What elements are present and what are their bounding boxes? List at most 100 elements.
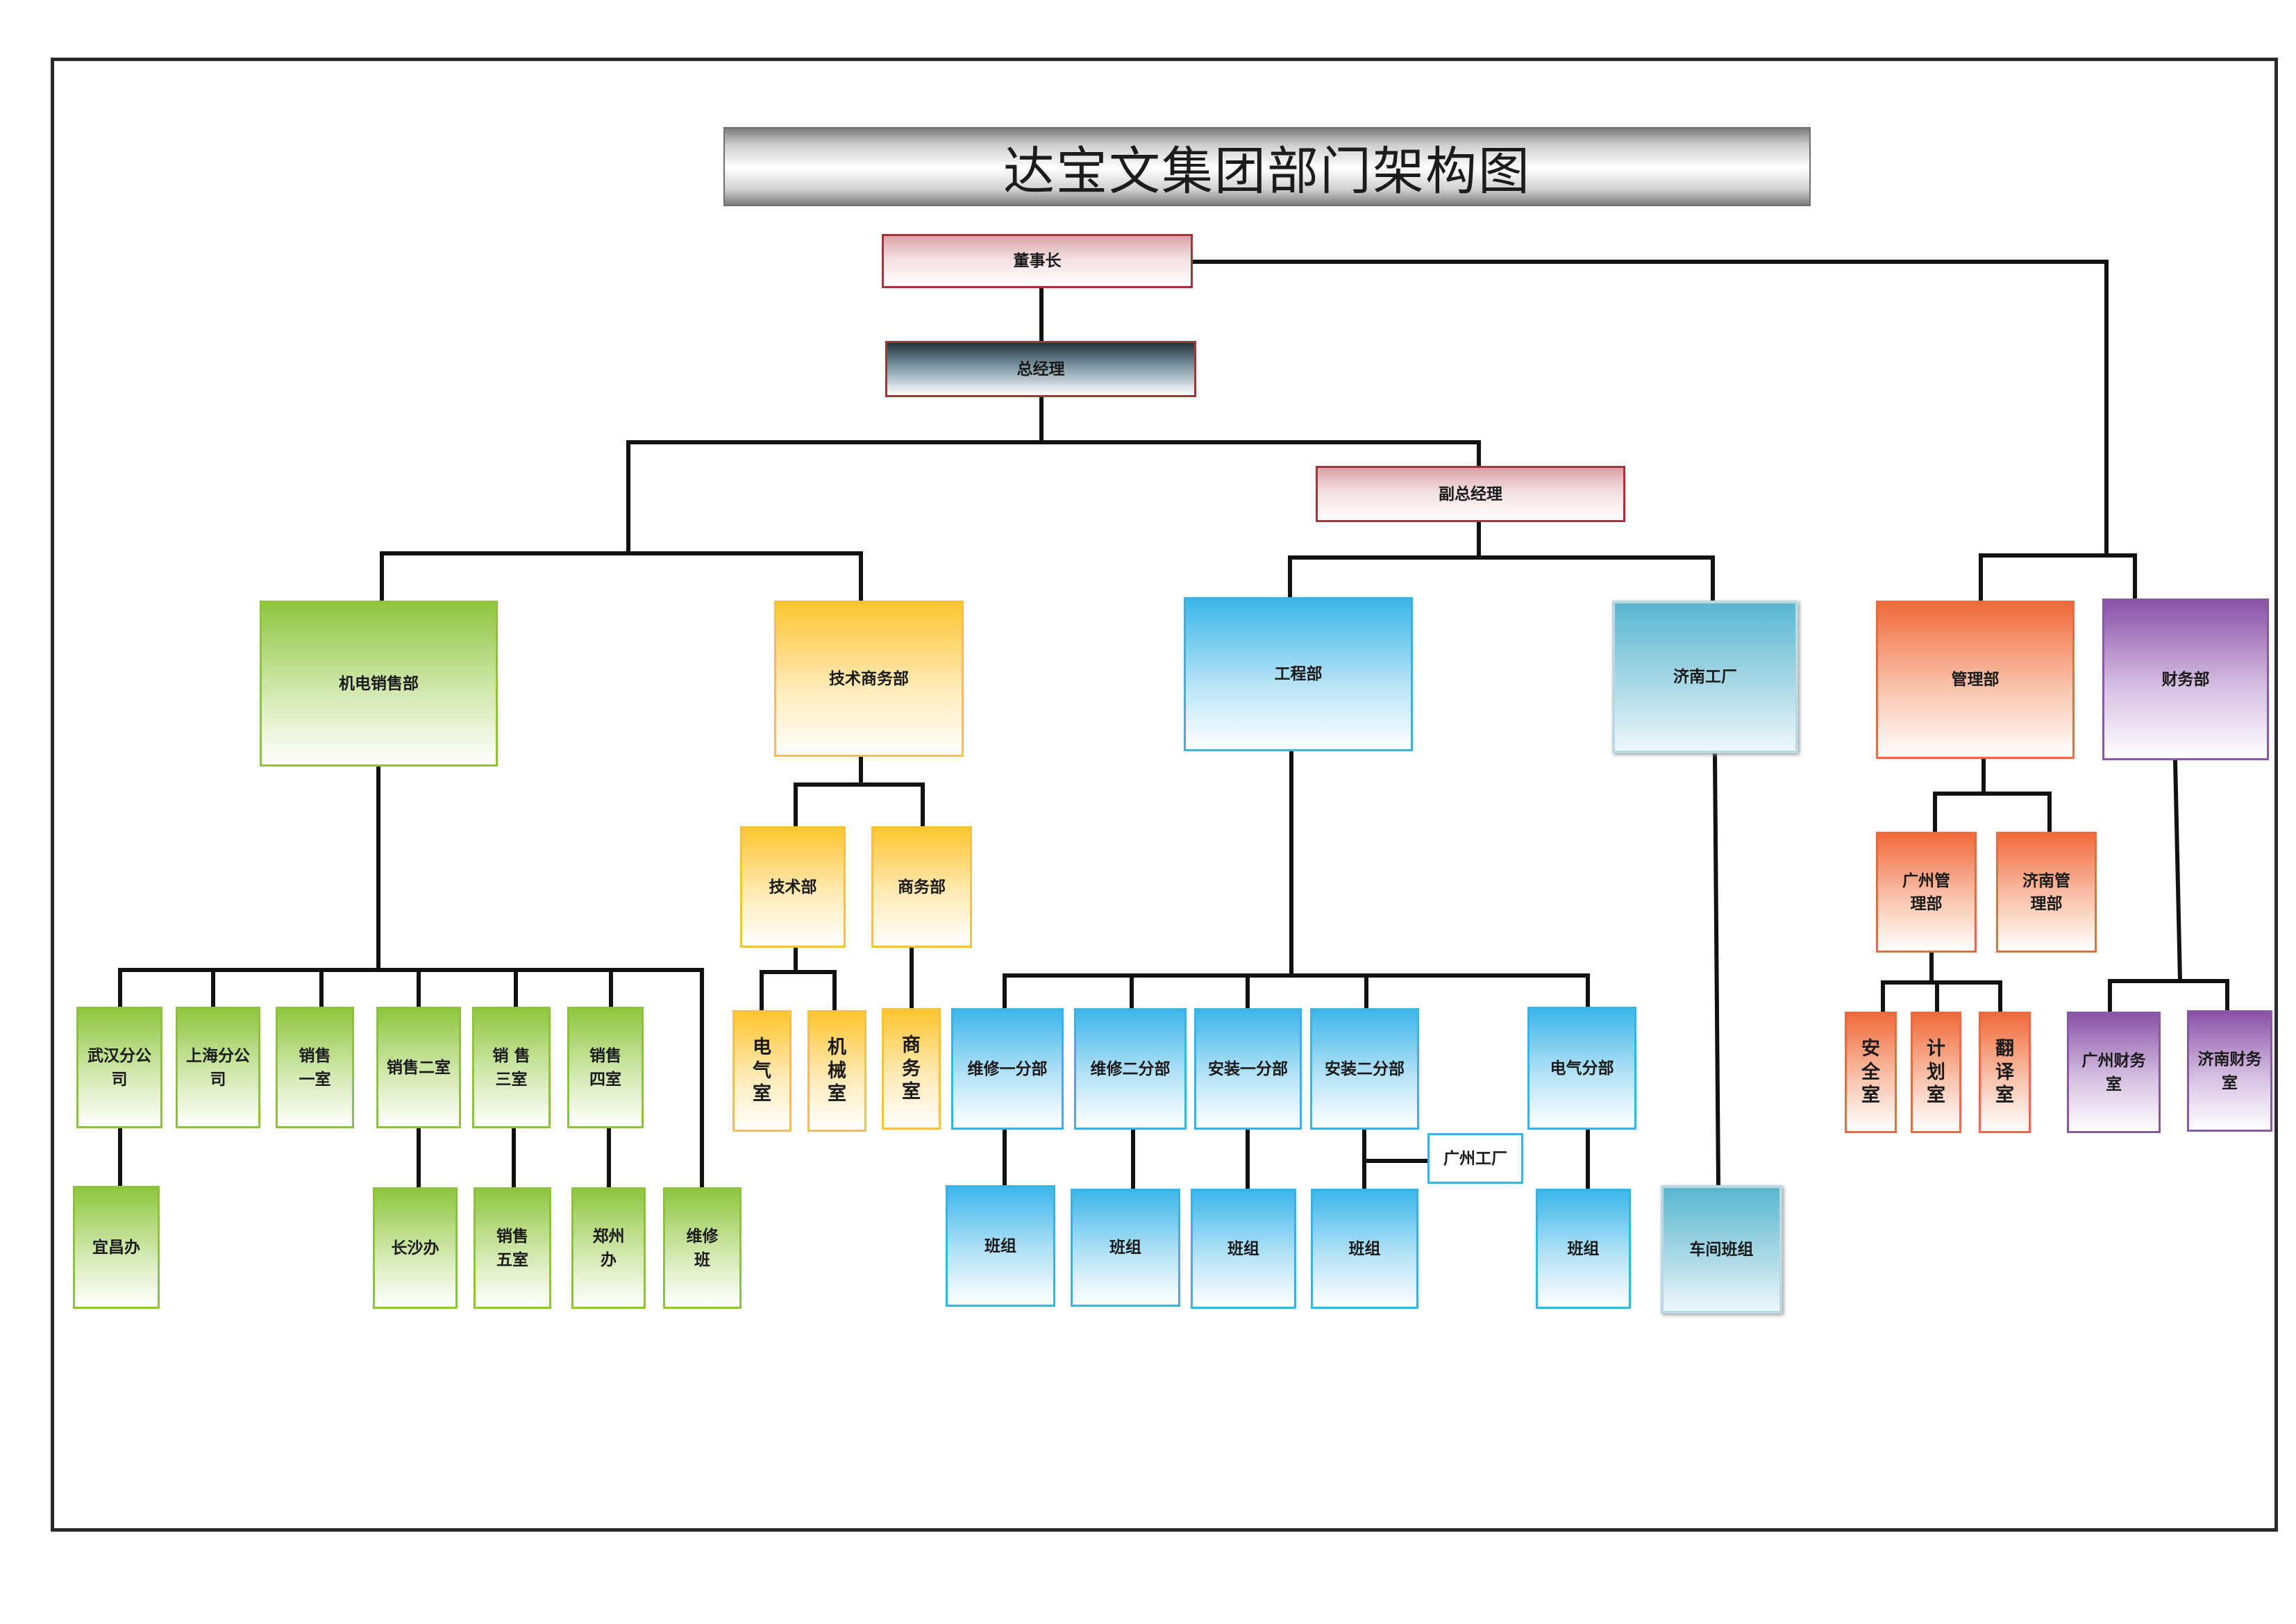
node-sales-dept[interactable]: 机电销售部 xyxy=(260,601,498,767)
node-jn-finance[interactable]: 济南财务室 xyxy=(2187,1010,2272,1132)
node-label: 济南管理部 xyxy=(2022,871,2070,913)
node-label: 安装二分部 xyxy=(1325,1059,1405,1078)
node-label: 技术商务部 xyxy=(829,669,909,688)
line-gzmgmt-split xyxy=(1881,980,2002,1014)
node-label: 安装一分部 xyxy=(1208,1059,1288,1078)
node-gz-finance[interactable]: 广州财务室 xyxy=(2067,1012,2161,1133)
node-label: 维修二分部 xyxy=(1090,1059,1171,1078)
line-gm-split xyxy=(626,440,1481,555)
node-label: 济南工厂 xyxy=(1673,667,1737,687)
node-label: 武汉分公司 xyxy=(87,1046,151,1089)
node-mechanical-room[interactable]: 机械室 xyxy=(807,1010,866,1132)
line-chairman-right xyxy=(1190,260,2109,555)
node-label: 销售一室 xyxy=(299,1046,331,1089)
line-factory-workshop xyxy=(1712,751,1721,1188)
node-team-5[interactable]: 班组 xyxy=(1536,1189,1631,1309)
line-finance-split xyxy=(2108,979,2229,1014)
node-sales-room3[interactable]: 销 售三室 xyxy=(472,1007,551,1128)
node-label: 翻译室 xyxy=(1995,1037,2014,1107)
node-engineering-dept[interactable]: 工程部 xyxy=(1184,597,1413,751)
node-repair-div2[interactable]: 维修二分部 xyxy=(1074,1008,1187,1130)
node-label: 商务室 xyxy=(902,1034,921,1103)
node-install-div2[interactable]: 安装二分部 xyxy=(1310,1008,1419,1130)
node-electrical-room[interactable]: 电气室 xyxy=(732,1010,791,1132)
node-label: 广州工厂 xyxy=(1443,1148,1507,1168)
node-jinan-factory[interactable]: 济南工厂 xyxy=(1612,601,1798,753)
node-team-2[interactable]: 班组 xyxy=(1071,1189,1180,1307)
node-label: 副总经理 xyxy=(1439,484,1502,503)
node-tech-biz-dept[interactable]: 技术商务部 xyxy=(774,601,964,757)
node-biz-dept[interactable]: 商务部 xyxy=(871,826,972,948)
node-label: 销 售三室 xyxy=(492,1046,530,1089)
node-label: 郑州办 xyxy=(592,1227,625,1269)
node-guangzhou-factory[interactable]: 广州工厂 xyxy=(1427,1133,1523,1184)
node-workshop-team[interactable]: 车间班组 xyxy=(1661,1185,1782,1314)
node-team-4[interactable]: 班组 xyxy=(1311,1189,1418,1309)
node-label: 管理部 xyxy=(1951,670,2000,689)
node-install-div1[interactable]: 安装一分部 xyxy=(1194,1008,1302,1130)
node-chairman[interactable]: 董事长 xyxy=(882,234,1193,288)
node-business-room[interactable]: 商务室 xyxy=(882,1008,941,1130)
node-tech-dept[interactable]: 技术部 xyxy=(740,826,846,948)
node-label: 长沙办 xyxy=(391,1238,439,1257)
node-label: 班组 xyxy=(1227,1239,1259,1258)
node-sales-room2[interactable]: 销售二室 xyxy=(376,1007,461,1128)
node-shanghai-branch[interactable]: 上海分公司 xyxy=(176,1007,260,1128)
node-label: 广州管理部 xyxy=(1902,871,1950,913)
node-sales-room1[interactable]: 销售一室 xyxy=(276,1007,354,1128)
line-sales-bus xyxy=(118,968,704,1189)
node-label: 安全室 xyxy=(1861,1037,1880,1107)
node-label: 广州财务室 xyxy=(2081,1051,2146,1094)
node-gz-mgmt[interactable]: 广州管理部 xyxy=(1876,832,1977,953)
node-team-1[interactable]: 班组 xyxy=(946,1185,1055,1307)
node-label: 技术部 xyxy=(769,877,817,896)
node-label: 机电销售部 xyxy=(339,673,419,693)
node-label: 维修班 xyxy=(686,1227,719,1269)
node-label: 计划室 xyxy=(1927,1037,1945,1107)
node-planning-room[interactable]: 计划室 xyxy=(1911,1012,1961,1133)
node-repair-team[interactable]: 维修班 xyxy=(663,1187,741,1309)
line-right-split xyxy=(1979,553,2137,603)
node-sales-room4[interactable]: 销售四室 xyxy=(567,1007,644,1128)
line-mgmt-split xyxy=(1933,792,2052,834)
line-deputy-split xyxy=(1288,555,1715,603)
node-label: 机械室 xyxy=(828,1036,846,1105)
node-sales-room5[interactable]: 销售五室 xyxy=(474,1187,551,1309)
node-label: 宜昌办 xyxy=(92,1237,140,1257)
node-label: 济南财务室 xyxy=(2197,1050,2262,1092)
node-repair-div1[interactable]: 维修一分部 xyxy=(951,1008,1064,1130)
node-label: 班组 xyxy=(1567,1239,1600,1258)
node-changsha-office[interactable]: 长沙办 xyxy=(373,1187,458,1309)
node-team-3[interactable]: 班组 xyxy=(1191,1189,1296,1309)
node-label: 商务部 xyxy=(898,877,946,896)
node-yichang-office[interactable]: 宜昌办 xyxy=(73,1186,160,1309)
node-label: 班组 xyxy=(1109,1238,1141,1257)
chart-title: 达宝文集团部门架构图 xyxy=(723,127,1811,206)
node-label: 总经理 xyxy=(1016,359,1065,378)
line-eng-bus xyxy=(1003,973,1590,1010)
node-label: 销售四室 xyxy=(589,1046,621,1089)
node-safety-room[interactable]: 安全室 xyxy=(1845,1012,1897,1133)
node-management-dept[interactable]: 管理部 xyxy=(1876,601,2075,759)
node-label: 电气室 xyxy=(753,1036,771,1105)
node-label: 班组 xyxy=(1348,1239,1381,1258)
line-techbiz-split xyxy=(794,782,925,828)
node-electrical-div[interactable]: 电气分部 xyxy=(1527,1007,1636,1130)
node-label: 上海分公司 xyxy=(186,1046,250,1089)
node-label: 销售五室 xyxy=(496,1227,528,1269)
node-label: 财务部 xyxy=(2161,669,2210,689)
node-label: 销售二室 xyxy=(387,1057,451,1077)
node-jn-mgmt[interactable]: 济南管理部 xyxy=(1996,832,2097,953)
node-translation-room[interactable]: 翻译室 xyxy=(1979,1012,2031,1133)
page-border xyxy=(51,58,2278,1532)
node-label: 电气分部 xyxy=(1550,1058,1614,1078)
node-general-manager[interactable]: 总经理 xyxy=(885,341,1196,397)
node-label: 工程部 xyxy=(1274,664,1323,684)
node-wuhan-branch[interactable]: 武汉分公司 xyxy=(76,1007,162,1128)
line-left-split xyxy=(380,551,863,603)
node-deputy-gm[interactable]: 副总经理 xyxy=(1316,466,1625,522)
node-label: 维修一分部 xyxy=(967,1059,1048,1078)
node-finance-dept[interactable]: 财务部 xyxy=(2102,598,2269,760)
node-zhengzhou-office[interactable]: 郑州办 xyxy=(571,1187,646,1309)
